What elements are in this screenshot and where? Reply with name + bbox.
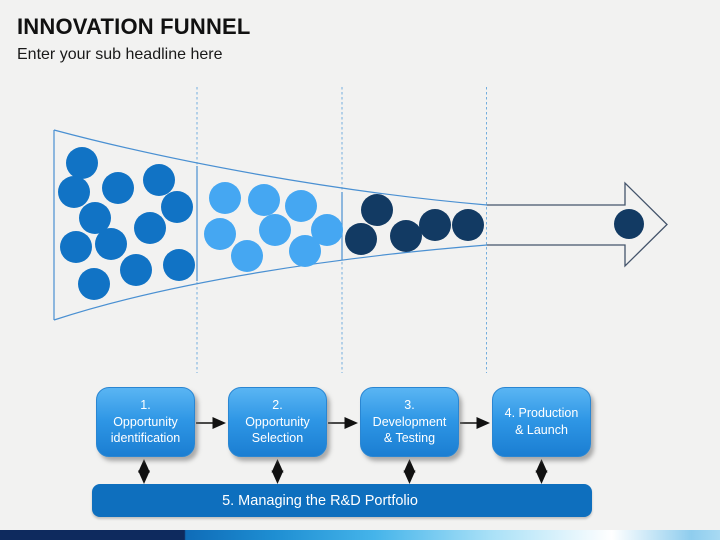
step-label-line: Selection [251, 431, 304, 446]
funnel-dot-opportunity-selection [204, 218, 236, 250]
funnel-dot-opportunity-selection [289, 235, 321, 267]
funnel-dot-opportunity-identification [79, 202, 111, 234]
funnel-dot-opportunity-identification [163, 249, 195, 281]
bottom-accent-strip [0, 530, 720, 540]
step-label-line: identification [110, 431, 181, 446]
portfolio-bar: 5. Managing the R&D Portfolio [92, 484, 592, 517]
output-arrow [487, 181, 668, 268]
funnel-dot-development-testing [345, 223, 377, 255]
step-box-production-launch: 4. Production & Launch [492, 387, 591, 457]
funnel-dot-opportunity-selection [311, 214, 343, 246]
portfolio-bar-label: 5. Managing the R&D Portfolio [222, 492, 418, 509]
arrow-dot [614, 209, 644, 239]
funnel-dot-development-testing [361, 194, 393, 226]
step-label-line: Development [372, 414, 447, 429]
step-box-opportunity-identification: 1. Opportunity identification [96, 387, 195, 457]
page-subtitle: Enter your sub headline here [17, 46, 223, 63]
step-box-opportunity-selection: 2. Opportunity Selection [228, 387, 327, 457]
funnel-dot-development-testing [419, 209, 451, 241]
funnel-dot-opportunity-identification [95, 228, 127, 260]
funnel-dot-opportunity-selection [259, 214, 291, 246]
idea-dots [58, 147, 644, 300]
step-label-line: 3. [404, 397, 415, 412]
funnel-dot-opportunity-identification [66, 147, 98, 179]
funnel-dot-opportunity-selection [231, 240, 263, 272]
funnel-dot-opportunity-identification [102, 172, 134, 204]
portfolio-connectors [138, 459, 548, 484]
funnel-dot-opportunity-identification [60, 231, 92, 263]
funnel-top-edge [53, 129, 488, 206]
funnel-outline [53, 129, 488, 321]
step-label-line: Opportunity [245, 414, 310, 429]
funnel-dot-opportunity-identification [78, 268, 110, 300]
stage-guide-lines [196, 87, 487, 373]
step-label-line: 2. [272, 397, 283, 412]
step-box-development-testing: 3. Development & Testing [360, 387, 459, 457]
funnel-dot-opportunity-selection [209, 182, 241, 214]
funnel-dot-opportunity-identification [58, 176, 90, 208]
funnel-dot-development-testing [390, 220, 422, 252]
step-label-line: 1. [140, 397, 151, 412]
step-label-line: & Testing [383, 431, 436, 446]
step-label-line: 4. Production [504, 406, 579, 421]
funnel-dot-opportunity-selection [285, 190, 317, 222]
funnel-dot-opportunity-identification [143, 164, 175, 196]
funnel-dot-opportunity-identification [161, 191, 193, 223]
funnel-dot-opportunity-identification [120, 254, 152, 286]
funnel-dot-opportunity-selection [248, 184, 280, 216]
funnel-dot-development-testing [452, 209, 484, 241]
step-label-line: & Launch [515, 423, 568, 437]
page-title: INNOVATION FUNNEL [17, 14, 251, 39]
step-label-line: Opportunity [113, 414, 178, 429]
funnel-dot-opportunity-identification [134, 212, 166, 244]
funnel-bottom-edge [53, 244, 488, 321]
